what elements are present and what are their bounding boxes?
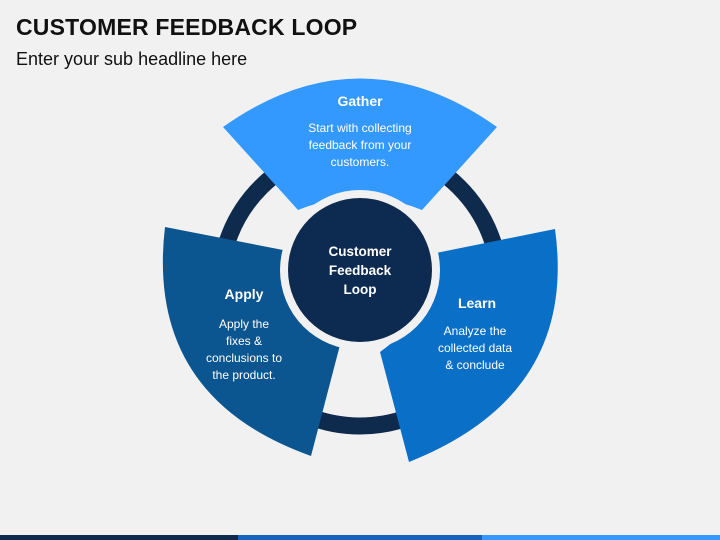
page-title: CUSTOMER FEEDBACK LOOP (16, 14, 358, 40)
center-label-line-2: Feedback (329, 263, 392, 278)
center-hub (288, 198, 432, 342)
gather-body-line-2: feedback from your (309, 138, 412, 152)
apply-body-line-1: Apply the (219, 317, 269, 331)
apply-body-line-3: conclusions to (206, 351, 282, 365)
gather-body-line-3: customers. (331, 155, 390, 169)
bottom-bar-mid (237, 535, 483, 540)
bottom-bar-light (482, 535, 720, 540)
learn-body-line-1: Analyze the (444, 324, 507, 338)
gather-segment (223, 78, 497, 210)
gather-body-line-1: Start with collecting (308, 121, 411, 135)
center-label-line-1: Customer (328, 244, 392, 259)
bottom-bar-dark (0, 535, 238, 540)
apply-title: Apply (225, 286, 264, 302)
bottom-accent-bar (0, 535, 720, 540)
learn-segment (380, 229, 558, 462)
learn-title: Learn (458, 295, 496, 311)
apply-body-line-4: the product. (212, 368, 275, 382)
learn-body-line-3: & conclude (445, 358, 505, 372)
apply-segment (162, 227, 340, 456)
learn-body-line-2: collected data (438, 341, 512, 355)
apply-body-line-2: fixes & (226, 334, 262, 348)
page-subtitle: Enter your sub headline here (16, 49, 248, 69)
center-label-line-3: Loop (344, 282, 377, 297)
gather-title: Gather (337, 93, 383, 109)
